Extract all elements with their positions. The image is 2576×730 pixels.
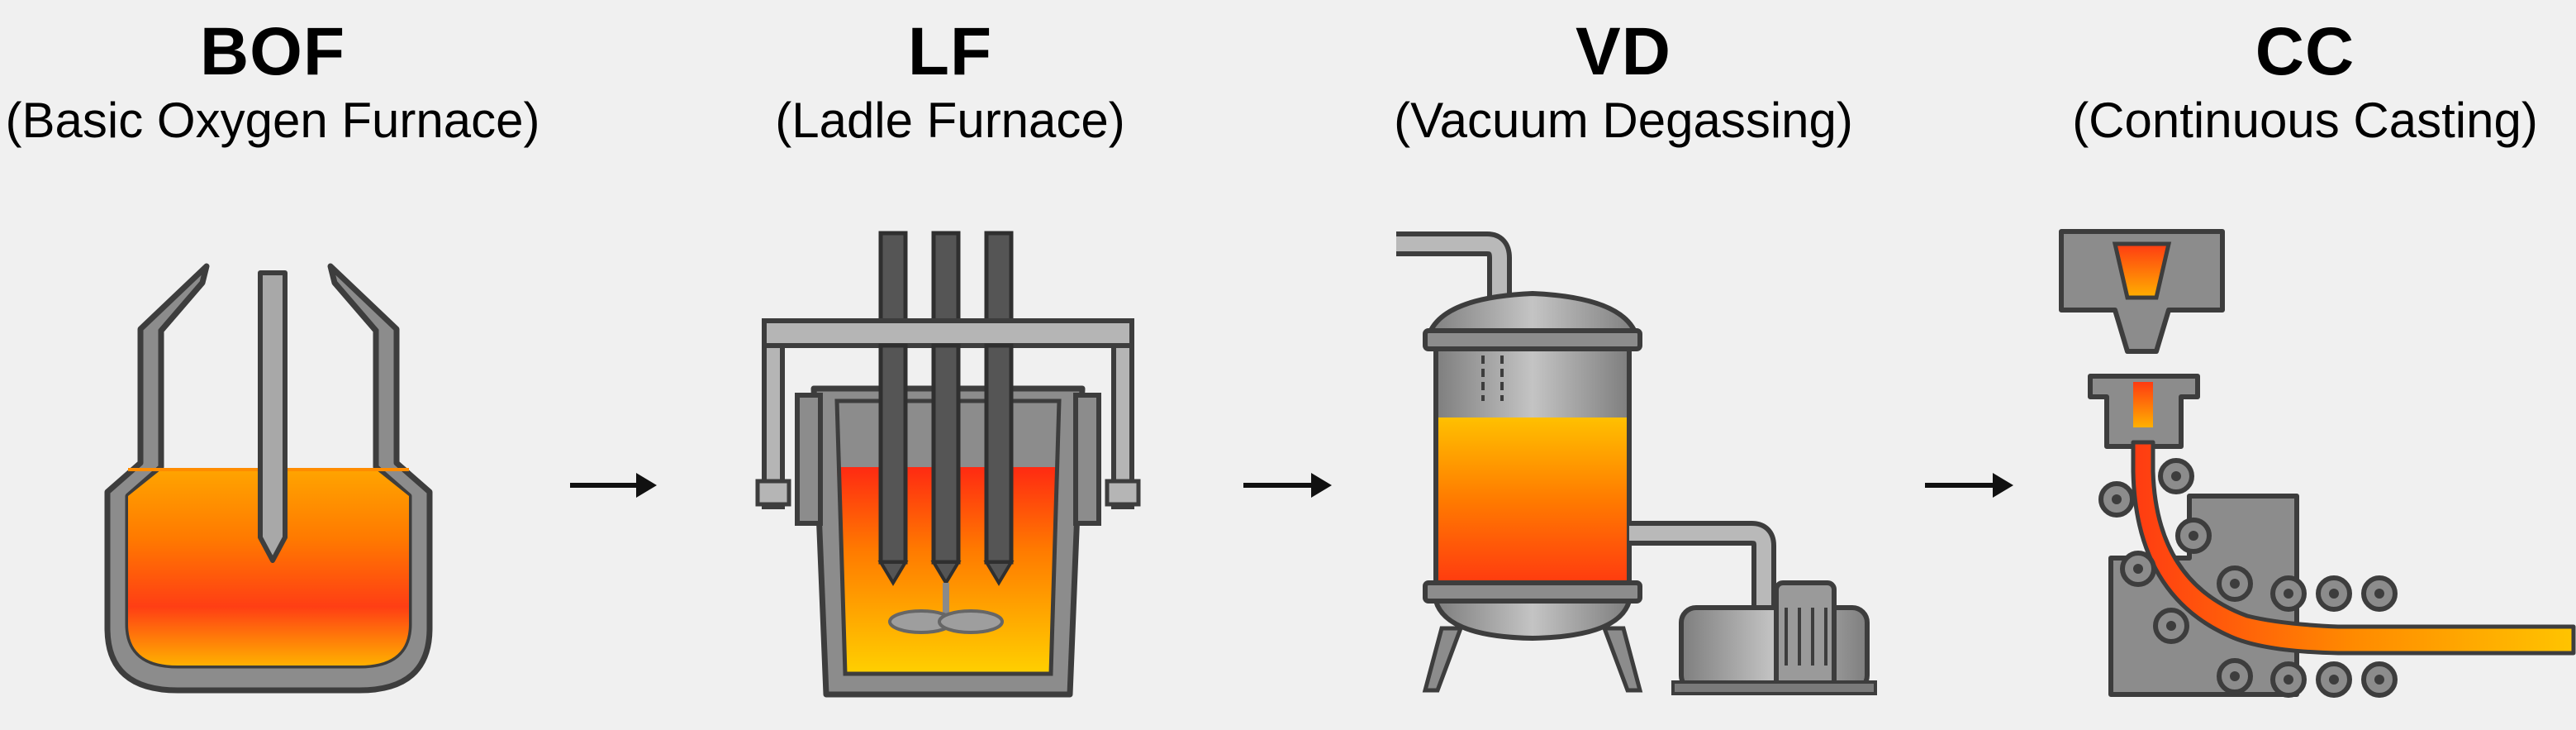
vacuum-pump-icon xyxy=(1671,580,1877,695)
flow-arrow-icon xyxy=(1925,473,2013,498)
vacuum-degasser xyxy=(1396,231,1877,695)
stage-abbreviation: BOF xyxy=(199,14,346,89)
stage-full-name: (Vacuum Degassing) xyxy=(1394,93,1853,148)
continuous-caster xyxy=(2059,229,2576,698)
flow-arrow-icon xyxy=(1243,473,1332,498)
stage-vd-title: VD (Vacuum Degassing) xyxy=(1309,18,1937,151)
stage-abbreviation: VD xyxy=(1576,14,1671,89)
stage-full-name: (Continuous Casting) xyxy=(2072,93,2538,148)
oxygen-lance xyxy=(258,270,288,563)
flow-arrow-icon xyxy=(570,473,657,498)
stirrer-icon xyxy=(888,583,1004,634)
lf-roof-frame xyxy=(762,318,1134,348)
stage-full-name: (Basic Oxygen Furnace) xyxy=(5,93,540,148)
stage-full-name: (Ladle Furnace) xyxy=(775,93,1125,148)
stage-abbreviation: CC xyxy=(2255,14,2355,89)
vd-molten-steel xyxy=(1438,417,1627,584)
stage-lf-title: LF (Ladle Furnace) xyxy=(636,18,1264,151)
stage-bof-title: BOF (Basic Oxygen Furnace) xyxy=(0,18,587,151)
cc-steel-strand xyxy=(2131,440,2576,656)
stage-cc-title: CC (Continuous Casting) xyxy=(1991,18,2576,151)
stage-abbreviation: LF xyxy=(907,14,993,89)
bof-molten-steel xyxy=(128,470,409,666)
bof-converter xyxy=(104,263,433,694)
ladle-furnace xyxy=(755,231,1141,698)
